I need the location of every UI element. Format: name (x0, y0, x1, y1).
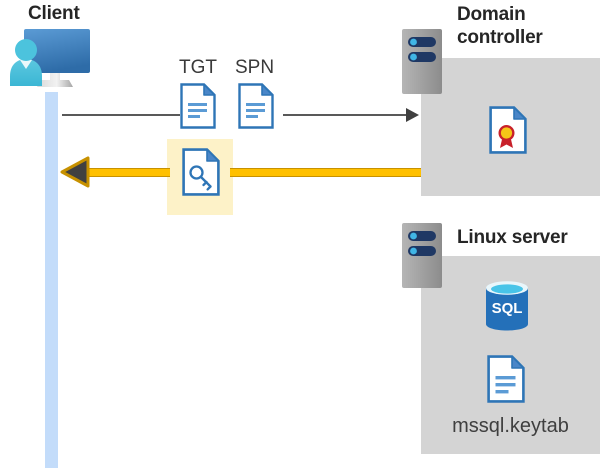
sql-label: SQL (492, 300, 523, 317)
tgt-document-icon (180, 83, 216, 129)
client-lifeline (45, 92, 58, 468)
linux-server-title: Linux server (457, 227, 568, 248)
keytab-filename-label: mssql.keytab (452, 415, 569, 437)
client-title: Client (28, 3, 80, 24)
certificate-document-icon (489, 106, 527, 154)
request-arrowhead-icon (406, 108, 419, 122)
keytab-document-icon (487, 355, 525, 403)
request-arrow-segment-right (283, 114, 408, 116)
key-document-icon (182, 148, 220, 196)
request-arrow-segment-left (62, 114, 180, 116)
tgt-label: TGT (179, 57, 217, 78)
response-arrowhead-icon (60, 155, 90, 189)
domain-controller-title: Domain controller (457, 4, 543, 48)
user-workstation-icon (6, 24, 106, 96)
spn-label: SPN (235, 57, 275, 78)
spn-document-icon (238, 83, 274, 129)
sql-database-icon: SQL (484, 280, 530, 332)
domain-controller-server-icon (402, 29, 442, 94)
response-arrow-segment-right (230, 168, 421, 177)
linux-server-server-icon (402, 223, 442, 288)
response-arrow-segment-left (78, 168, 170, 177)
